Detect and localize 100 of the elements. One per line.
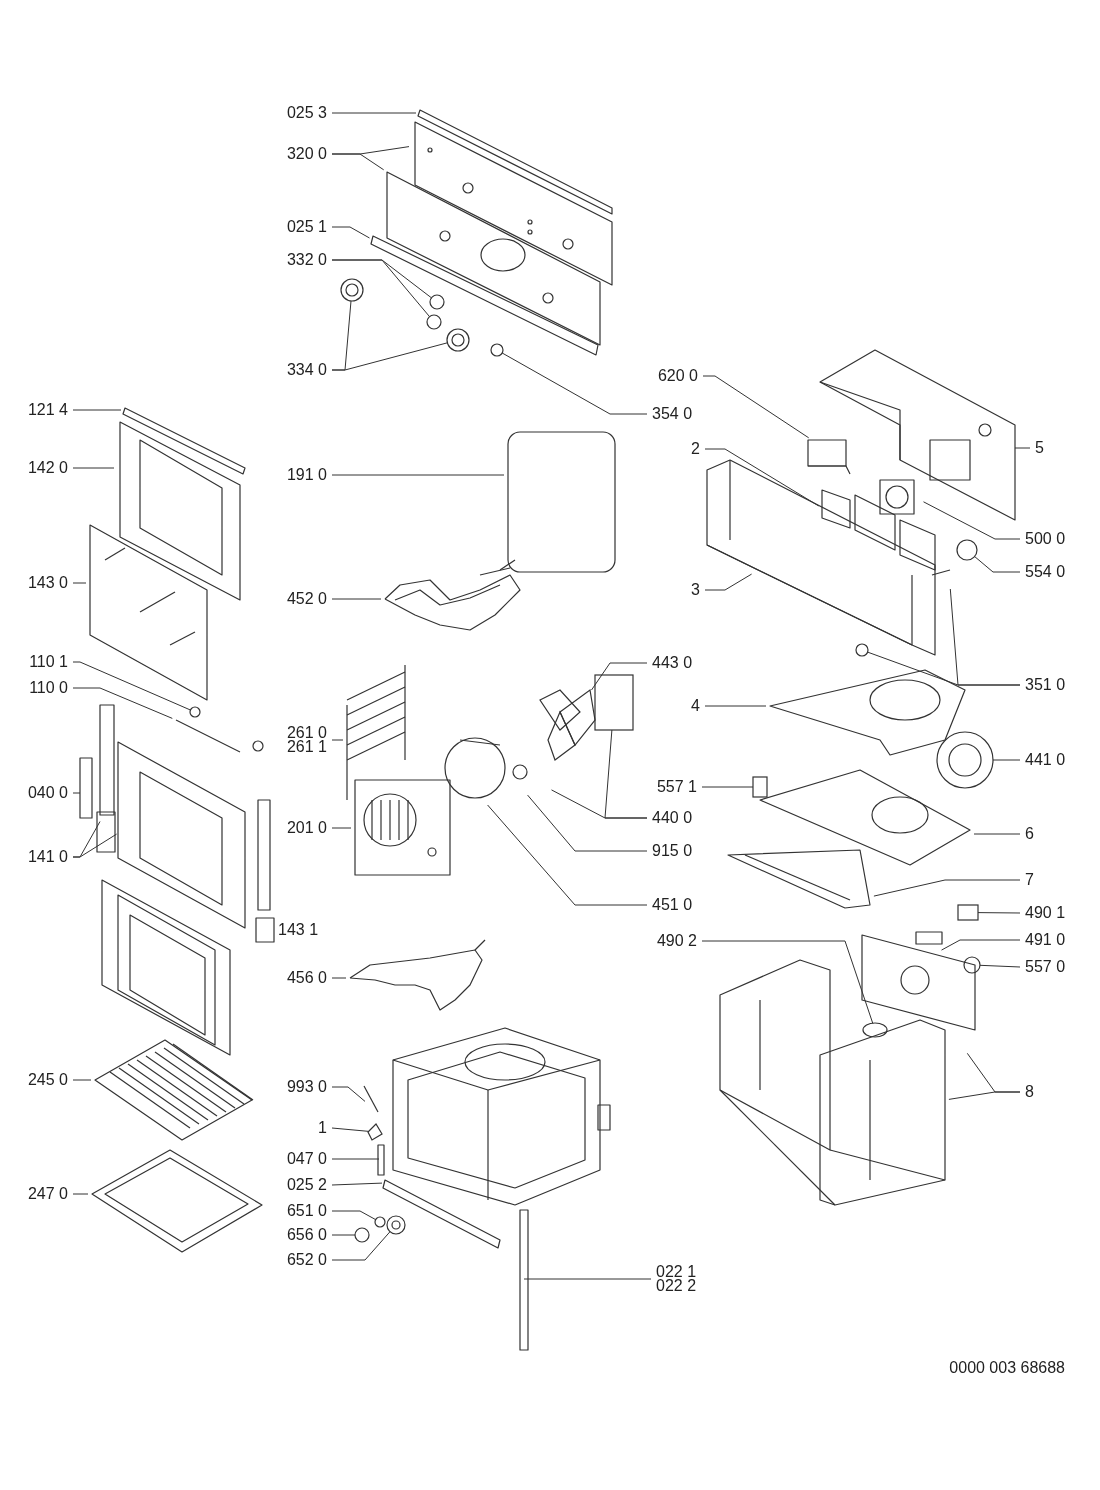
callout-number: 334 0 — [286, 363, 327, 377]
leader-line — [331, 827, 352, 829]
clip-drawing — [367, 1123, 383, 1141]
leader-line — [72, 833, 118, 858]
leader-line — [72, 687, 173, 719]
leader-line — [1014, 447, 1031, 449]
leader-line — [948, 1091, 1021, 1100]
leader-line — [923, 501, 1021, 540]
callout-number: 2 — [691, 442, 700, 456]
callout-number: 354 0 — [652, 407, 693, 421]
callout-number: 4 — [691, 699, 700, 713]
knob-part — [354, 1227, 370, 1243]
grommet-part — [855, 643, 869, 657]
callout-number: 993 0 — [286, 1080, 327, 1094]
callout-number: 490 1 — [1025, 906, 1066, 920]
control-knob — [340, 278, 364, 302]
drawing-number: 0000 003 68688 — [949, 1359, 1065, 1377]
callout-number: 261 0 — [286, 726, 327, 740]
callout-number: 047 0 — [286, 1152, 327, 1166]
leader-line — [702, 375, 810, 439]
leader-line — [72, 1079, 92, 1081]
callout-number: 261 1 — [286, 740, 327, 754]
cable-grommet — [862, 1022, 888, 1038]
leader-line — [331, 739, 344, 741]
spindle-part — [374, 1216, 386, 1228]
callout-number: 191 0 — [286, 468, 327, 482]
leader-line — [487, 804, 648, 906]
callout-number: 1 — [318, 1121, 327, 1135]
callout-number: 320 0 — [286, 147, 327, 161]
callout-number: 142 0 — [27, 461, 68, 475]
leader-line — [331, 1231, 391, 1261]
leader-line — [331, 1158, 380, 1160]
leader-line — [873, 879, 1021, 897]
callout-number: 441 0 — [1025, 753, 1066, 767]
callout-number: 022 1 — [656, 1265, 697, 1279]
handle-bracket — [189, 706, 201, 718]
callout-number: 557 1 — [656, 780, 697, 794]
leader-line — [977, 912, 1021, 914]
callout-number: 915 0 — [652, 844, 693, 858]
leader-line — [331, 153, 385, 171]
callout-number: 500 0 — [1025, 532, 1066, 546]
callout-number: 443 0 — [652, 656, 693, 670]
leader-line — [331, 977, 347, 979]
callout-number: 620 0 — [657, 369, 698, 383]
callout-number: 490 2 — [656, 934, 697, 948]
callout-number: 451 0 — [652, 898, 693, 912]
leader-line — [72, 792, 81, 794]
leader-line — [331, 342, 448, 371]
callout-number: 3 — [691, 583, 700, 597]
leader-line — [331, 474, 505, 476]
thermostat-part — [963, 956, 981, 974]
callout-number: 456 0 — [286, 971, 327, 985]
leader-line — [992, 759, 1021, 761]
leader-line — [979, 964, 1021, 968]
thermostat-part — [752, 776, 768, 798]
leader-line — [949, 588, 1021, 686]
callout-number: 247 0 — [27, 1187, 68, 1201]
callout-number: 491 0 — [1025, 933, 1066, 947]
leader-line — [331, 1210, 377, 1221]
control-knob — [446, 328, 470, 352]
leader-line — [331, 259, 430, 318]
leader-line — [604, 729, 648, 819]
callout-number: 143 1 — [278, 921, 319, 939]
leader-line — [701, 940, 874, 1024]
leader-line — [331, 226, 370, 239]
fan-blade-drawing — [539, 688, 596, 761]
callout-number: 025 2 — [286, 1178, 327, 1192]
leader-line — [331, 598, 382, 600]
callout-number: 141 0 — [27, 850, 68, 864]
leader-line — [331, 1182, 383, 1186]
knob-shaft — [429, 294, 445, 310]
callout-number: 025 3 — [286, 106, 327, 120]
leader-line — [501, 352, 648, 415]
cooling-fan — [936, 731, 994, 789]
leader-line — [701, 786, 754, 788]
callout-number: 025 1 — [286, 220, 327, 234]
callout-number: 040 0 — [27, 786, 68, 800]
callout-number: 651 0 — [286, 1204, 327, 1218]
fan-motor — [594, 674, 634, 731]
leader-line — [331, 112, 417, 114]
callout-number: 022 2 — [656, 1279, 697, 1293]
callout-number: 557 0 — [1025, 960, 1066, 974]
knob-shaft — [426, 314, 442, 330]
leader-line — [331, 1086, 366, 1102]
callout-number: 656 0 — [286, 1228, 327, 1242]
callout-number: 8 — [1025, 1085, 1034, 1099]
leader-line — [331, 1127, 369, 1132]
callout-number: 121 4 — [27, 403, 68, 417]
callout-number: 201 0 — [286, 821, 327, 835]
thermostat-part — [956, 539, 978, 561]
callout-number: 554 0 — [1025, 565, 1066, 579]
indicator-lamp — [490, 343, 504, 357]
switch-part — [957, 904, 979, 921]
callout-number: 245 0 — [27, 1073, 68, 1087]
leader-line — [973, 833, 1021, 835]
leader-line — [704, 573, 753, 591]
callout-number: 110 0 — [29, 681, 68, 695]
leader-line — [72, 467, 115, 469]
callout-number: 6 — [1025, 827, 1034, 841]
leader-line — [72, 661, 191, 711]
